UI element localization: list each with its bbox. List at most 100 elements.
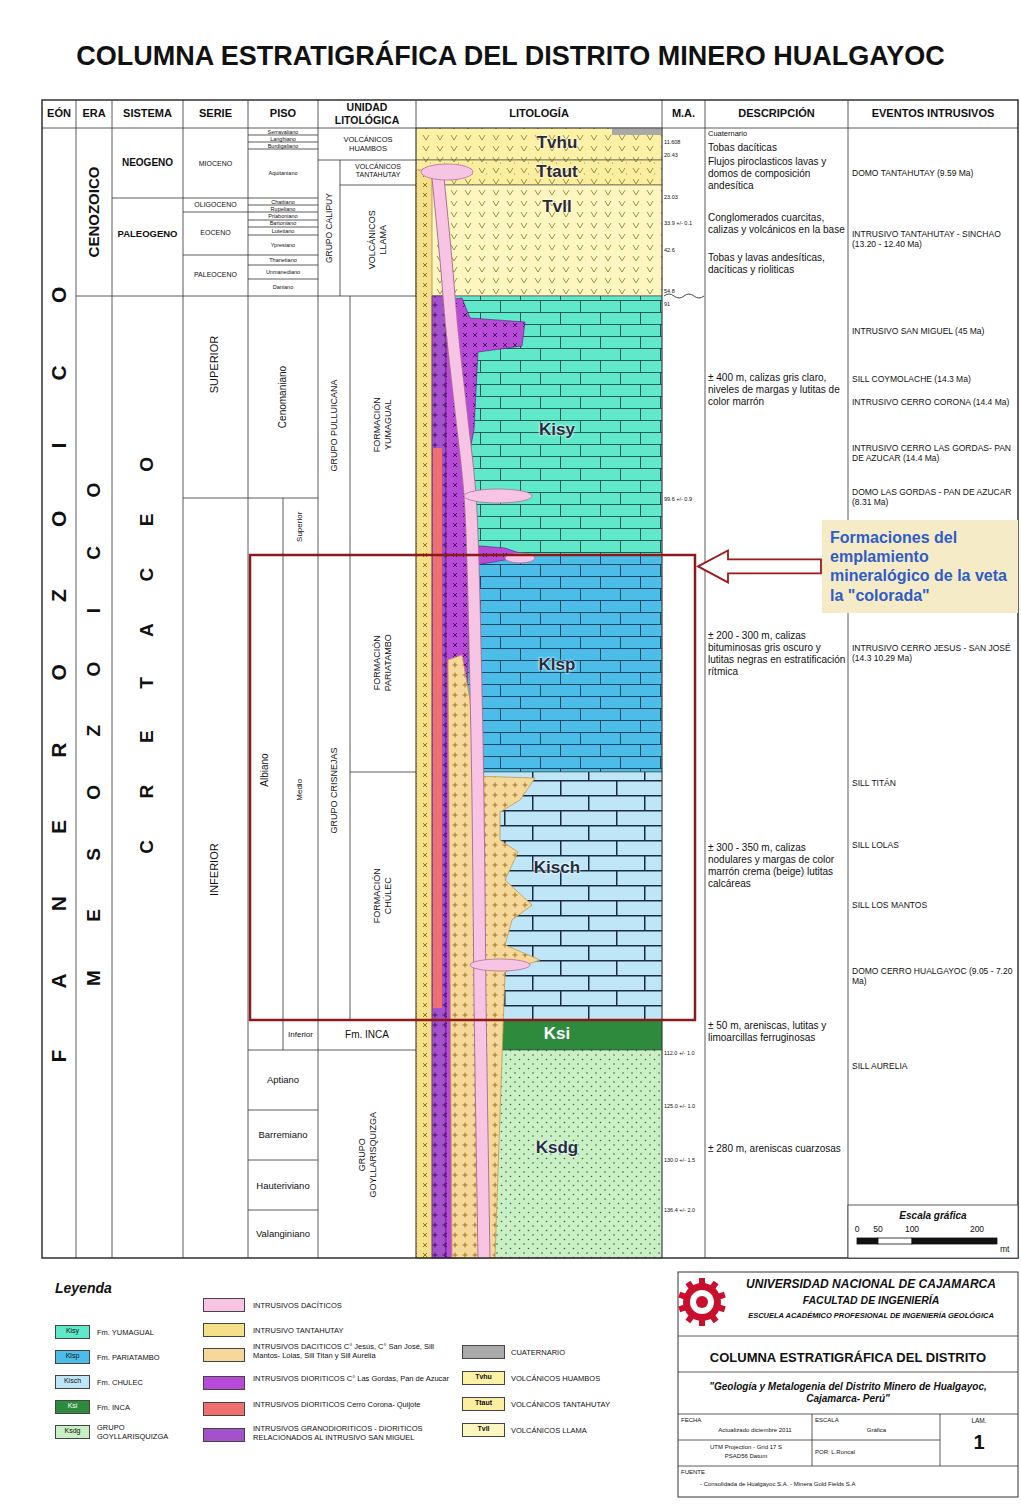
stage-name: Superior bbox=[295, 502, 305, 552]
column-header: DESCRIPCIÓN bbox=[705, 107, 848, 120]
series-name: MIOCENO bbox=[183, 160, 248, 168]
column-header: SISTEMA bbox=[112, 107, 183, 120]
grid-line bbox=[340, 160, 341, 296]
label-slot: PALEOCENO bbox=[183, 271, 248, 279]
label-slot: FORMACIÓN YUMAGUAL bbox=[372, 380, 394, 470]
label-slot: UNIDAD LITOLÓGICA bbox=[318, 101, 416, 126]
stage-name: Priaboniano bbox=[248, 213, 318, 220]
grid-line bbox=[248, 100, 249, 1258]
unit-description: ± 50 m, areniscas, lutitas y limoarcilla… bbox=[708, 1020, 846, 1044]
unit-name: GRUPO CALIPUY bbox=[324, 163, 334, 293]
unit-description: ± 400 m, calizas gris claro, niveles de … bbox=[708, 372, 846, 408]
scale-text: 100 bbox=[900, 1224, 924, 1234]
legend-slot: CUATERNARIO bbox=[511, 1348, 661, 1357]
label-slot: ERA bbox=[76, 107, 112, 120]
grid-line bbox=[76, 296, 112, 297]
era-name: CENOZOICO bbox=[85, 137, 103, 287]
scale-segment bbox=[878, 1238, 912, 1244]
scale-text: Escala gráfica bbox=[848, 1210, 1018, 1222]
title-block-text: PSAD56 Datum bbox=[681, 1453, 811, 1460]
label-slot: INTRUSIVO SAN MIGUEL (45 Ma) bbox=[852, 326, 1017, 336]
legend-slot: INTRUSIVOS DIORITICOS Cerro Corona- Quij… bbox=[253, 1400, 453, 1409]
title-block-text: - Consolidada de Hualgayoc S.A. - Minera… bbox=[700, 1481, 1015, 1488]
age-value: 33.9 +/- 0.1 bbox=[664, 220, 704, 227]
series-name: SUPERIOR bbox=[208, 315, 221, 415]
unit-code: Kisy bbox=[452, 420, 662, 440]
grid-line bbox=[248, 279, 318, 280]
stage-name: Aquitaniano bbox=[248, 170, 318, 177]
grid-line bbox=[112, 198, 183, 199]
title-slot: COLUMNA ESTRATIGRÁFICA DEL DISTRITO MINE… bbox=[0, 40, 1021, 72]
legend-text: Fm. PARIATAMBO bbox=[97, 1353, 192, 1362]
label-slot: EOCENO bbox=[183, 229, 248, 237]
stage-name: Ypresiano bbox=[248, 242, 318, 249]
legend-slot: INTRUSIVOS DIORITICOS C° Las Gordas, Pan… bbox=[253, 1374, 453, 1383]
legend-slot: Fm. PARIATAMBO bbox=[97, 1353, 192, 1362]
series-name: PALEOCENO bbox=[183, 271, 248, 279]
label-slot: 23.03 bbox=[664, 194, 704, 201]
label-slot: Tvhu bbox=[462, 1373, 505, 1381]
dacite-sill bbox=[464, 489, 532, 503]
label-slot: SILL AURELIA bbox=[852, 1061, 1017, 1071]
unit-description: ± 300 - 350 m, calizas nodulares y marga… bbox=[708, 842, 846, 890]
unit-name: VOLCÁNICOS TANTAHUTAY bbox=[340, 163, 416, 180]
label-slot: Langhiano bbox=[248, 136, 318, 143]
grid-line bbox=[318, 296, 416, 297]
title-block-text: FUENTE bbox=[681, 1469, 741, 1476]
scale-text: 0 bbox=[850, 1224, 864, 1234]
era-name: MESOZOICO bbox=[83, 434, 106, 1034]
label-slot: ± 200 - 300 m, calizas bituminosas gris … bbox=[708, 630, 846, 678]
label-slot: 54.8 bbox=[664, 288, 704, 295]
unit-description: Tobas y lavas andesíticas, dacíticas y r… bbox=[708, 252, 846, 276]
stage-name: Barremiano bbox=[248, 1129, 318, 1140]
stage-name: Valanginiano bbox=[248, 1228, 318, 1239]
series-name: EOCENO bbox=[183, 229, 248, 237]
legend-text: INTRUSIVOS DACÍTICOS bbox=[253, 1301, 453, 1310]
title-block-line bbox=[678, 1372, 1018, 1373]
legend-text: INTRUSIVO TANTAHUTAY bbox=[253, 1326, 453, 1335]
label-slot: "Geología y Metalogenia del Distrito Min… bbox=[684, 1381, 1012, 1405]
grid-line bbox=[416, 100, 417, 1258]
column-header: SERIE bbox=[183, 107, 248, 120]
title-block-line bbox=[678, 1466, 1018, 1467]
series-name: OLIGOCENO bbox=[183, 201, 248, 209]
rock-unit-band: Ksdg bbox=[452, 1050, 662, 1258]
label-slot: Cuaternario bbox=[708, 129, 846, 138]
age-value: 130.0 +/- 1.5 bbox=[664, 1157, 704, 1164]
rock-unit-band: Kisch bbox=[452, 772, 662, 1020]
label-slot: Rupeliano bbox=[248, 206, 318, 213]
grid-line bbox=[112, 100, 113, 1258]
grid-line bbox=[318, 160, 416, 161]
label-slot: 20.43 bbox=[664, 152, 704, 159]
intrusive-event: INTRUSIVO CERRO CORONA (14.4 Ma) bbox=[852, 397, 1017, 407]
label-slot: Actualizado diciembre 2011 bbox=[700, 1427, 810, 1434]
legend-text: VOLCÁNICOS LLAMA bbox=[511, 1426, 661, 1435]
grid-line bbox=[848, 100, 849, 1258]
title-block-text: FACULTAD DE INGENIERÍA bbox=[725, 1294, 1017, 1307]
label-slot: PISO bbox=[248, 107, 318, 120]
title-block-text: Actualizado diciembre 2011 bbox=[700, 1427, 810, 1434]
grid-line bbox=[248, 198, 318, 199]
legend-slot: Fm. INCA bbox=[97, 1403, 192, 1412]
label-slot: 99.6 +/- 0.9 bbox=[664, 496, 704, 503]
intrusive-event: SILL AURELIA bbox=[852, 1061, 1017, 1071]
title-block-text: UNIVERSIDAD NACIONAL DE CAJAMARCA bbox=[725, 1277, 1017, 1291]
legend-slot: INTRUSIVOS DACÍTICOS bbox=[253, 1301, 453, 1310]
label-slot: Tobas dacíticas bbox=[708, 142, 846, 154]
label-slot: INTRUSIVO TANTAHUTAY - SINCHAO (13.20 - … bbox=[852, 229, 1017, 249]
rock-unit-band: Tvll bbox=[452, 185, 662, 296]
unit-description: Conglomerados cuarcitas, calizas y volcá… bbox=[708, 212, 846, 236]
grid-line bbox=[248, 296, 318, 297]
quaternary-cap bbox=[612, 128, 662, 135]
legend-text: INTRUSIVOS DACITICOS C° Jesús, C° San Jo… bbox=[253, 1342, 453, 1360]
label-slot: GRUPO GOYLLARISQUIZGA bbox=[356, 1108, 378, 1203]
label-slot: ESCUELA ACADÉMICO PROFESIONAL DE INGENIE… bbox=[725, 1311, 1017, 1320]
legend-slot: VOLCÁNICOS HUAMBOS bbox=[511, 1374, 661, 1383]
grid-line bbox=[248, 1050, 318, 1051]
unit-code: Kisch bbox=[55, 1377, 90, 1385]
scale-frame bbox=[848, 1205, 1018, 1258]
intrusive-event: INTRUSIVO TANTAHUTAY - SINCHAO (13.20 - … bbox=[852, 229, 1017, 249]
label-slot: 200 bbox=[965, 1224, 989, 1234]
title-block-line bbox=[940, 1414, 941, 1466]
